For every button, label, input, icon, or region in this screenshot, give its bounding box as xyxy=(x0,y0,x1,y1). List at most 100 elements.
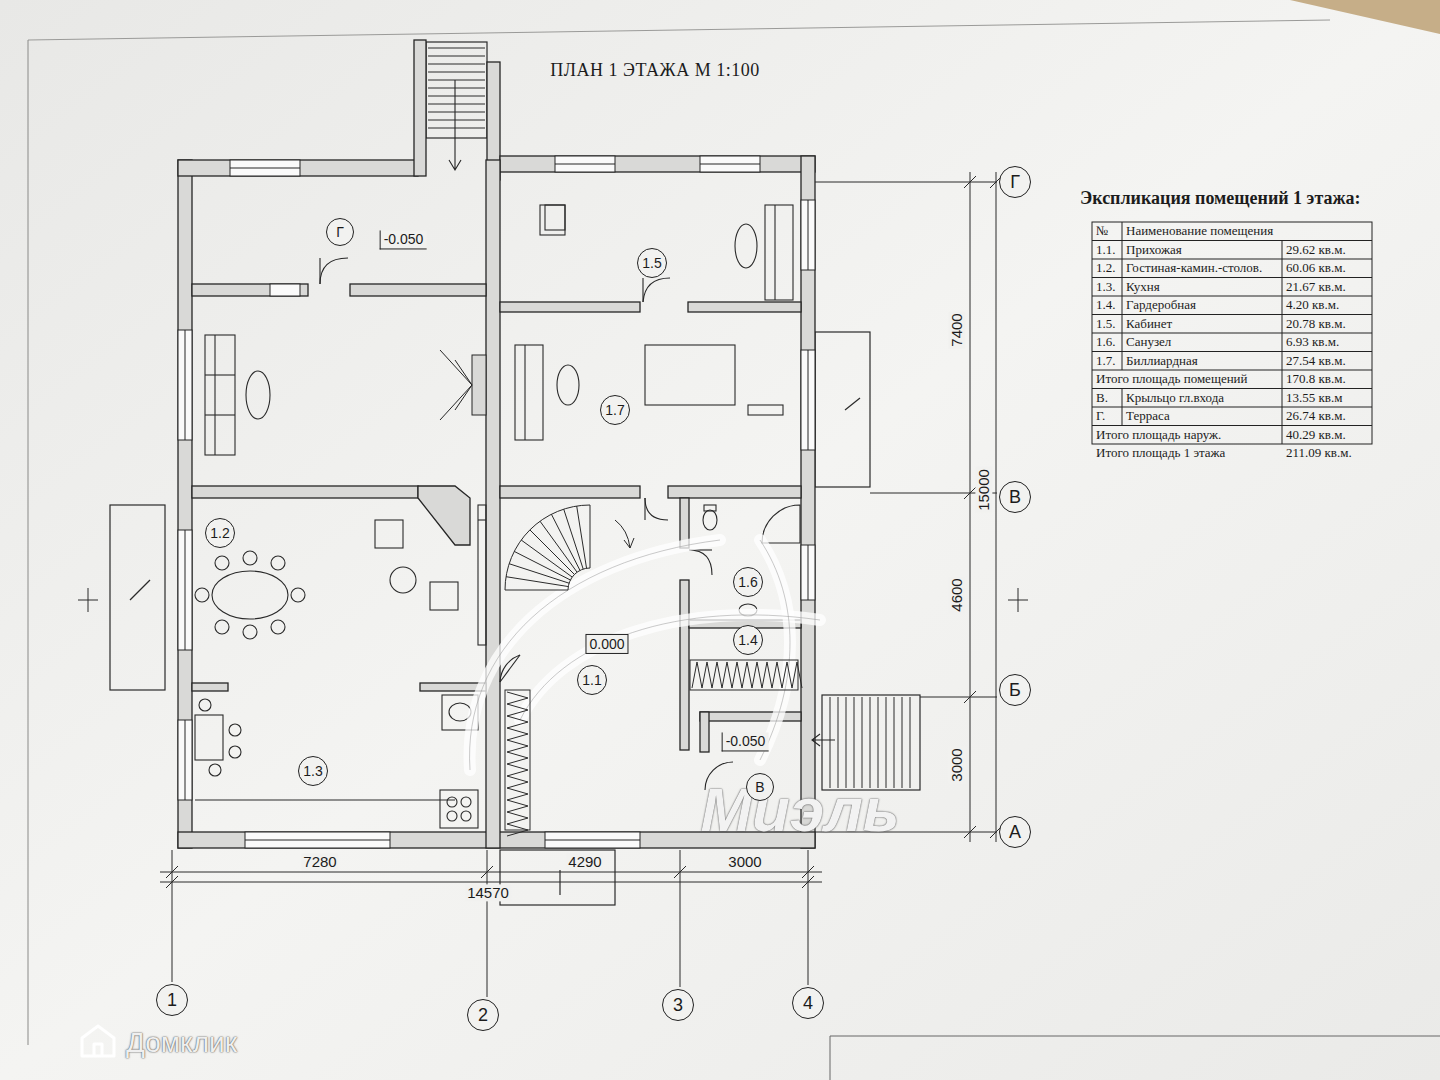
table-grid xyxy=(1092,314,1372,315)
walls xyxy=(500,486,640,498)
table-cell: 21.67 кв.м. xyxy=(1286,279,1346,294)
dimension: 4290 xyxy=(566,853,603,870)
axis-marker: В xyxy=(999,481,1031,513)
stair-steps xyxy=(862,697,863,788)
exterior-outline xyxy=(110,42,920,905)
windows xyxy=(185,720,186,800)
furniture xyxy=(243,551,257,565)
level-mark: -0.050 xyxy=(380,230,427,249)
stair-steps xyxy=(428,80,485,81)
room-number: Г xyxy=(326,218,354,246)
windows xyxy=(808,545,809,600)
marker-text: 1.4 xyxy=(738,633,757,647)
domklik-icon xyxy=(94,1044,102,1056)
table-grid xyxy=(1282,278,1283,297)
table-grid xyxy=(1122,241,1123,260)
table-grid xyxy=(1122,222,1123,241)
marker-text: 1.6 xyxy=(738,575,757,589)
stair-steps xyxy=(428,48,910,836)
windows xyxy=(178,530,192,650)
furniture xyxy=(271,620,285,634)
exterior-outline xyxy=(815,332,870,487)
furniture xyxy=(195,205,800,828)
stair-steps xyxy=(428,112,485,113)
windows xyxy=(270,284,300,296)
table-grid xyxy=(1092,222,1372,444)
stair-steps xyxy=(590,505,591,568)
dimension: 15000 xyxy=(975,467,992,513)
axis-marker: 2 xyxy=(467,999,499,1031)
table-grid xyxy=(1122,315,1123,334)
table-grid xyxy=(1092,296,1372,297)
dimension: 3000 xyxy=(948,746,965,783)
watermark: Миэль xyxy=(700,774,899,845)
table-grid xyxy=(1092,222,1372,444)
walls xyxy=(500,156,815,172)
windows xyxy=(185,530,186,650)
windows xyxy=(178,720,192,800)
walls xyxy=(192,683,228,691)
plan-title: ПЛАН 1 ЭТАЖА М 1:100 xyxy=(550,60,759,81)
table-cell: Прихожая xyxy=(1126,242,1182,257)
stair-steps xyxy=(428,128,485,129)
windows xyxy=(545,840,640,841)
dimension: 4600 xyxy=(948,576,965,613)
walls xyxy=(418,486,470,545)
exterior-outline xyxy=(845,398,860,410)
table-grid xyxy=(1282,370,1283,389)
room-number: 1.4 xyxy=(733,625,763,655)
table-grid xyxy=(1092,333,1372,334)
dimension-lines xyxy=(166,866,814,878)
walls xyxy=(178,40,815,848)
table-cell: 1.5. xyxy=(1096,316,1116,331)
table-cell: Терраса xyxy=(1126,409,1170,424)
dimension: 7400 xyxy=(948,311,965,348)
furniture xyxy=(461,797,471,807)
table-heading: Экспликация помещений 1 этажа: xyxy=(1080,188,1361,209)
marker-text: 2 xyxy=(478,1006,488,1024)
furniture xyxy=(762,505,800,543)
table-grid xyxy=(1122,333,1123,352)
furniture xyxy=(703,510,717,530)
dimension-lines xyxy=(160,882,822,883)
doors xyxy=(320,258,348,284)
marker-text: 1.5 xyxy=(642,256,661,270)
dimension-lines xyxy=(160,872,822,873)
windows xyxy=(245,840,390,841)
table-cell: 170.8 кв.м. xyxy=(1286,372,1346,387)
table-cell: 4.20 кв.м. xyxy=(1286,298,1339,313)
stair-steps xyxy=(428,64,485,65)
table-grid xyxy=(1282,426,1283,445)
exterior-outline xyxy=(500,850,615,905)
windows xyxy=(801,545,815,600)
dimension: 3000 xyxy=(726,853,763,870)
domklik-icon xyxy=(82,1026,114,1056)
doors xyxy=(319,258,320,284)
table-cell: Наименование помещения xyxy=(1126,224,1273,239)
dimension-lines xyxy=(964,176,976,838)
windows xyxy=(178,330,192,440)
marker-text: 1 xyxy=(167,991,177,1009)
table-cell: 1.7. xyxy=(1096,353,1116,368)
walls xyxy=(414,40,426,176)
doors xyxy=(645,498,668,520)
walls xyxy=(688,302,801,312)
axis-marker: 4 xyxy=(792,987,824,1019)
table-grid xyxy=(1282,315,1283,334)
watermark-logo xyxy=(760,540,790,760)
stair-steps xyxy=(838,697,839,788)
furniture xyxy=(545,205,565,230)
walls xyxy=(668,486,801,498)
furniture xyxy=(765,205,793,300)
doors xyxy=(689,550,712,575)
windows xyxy=(808,200,809,270)
furniture xyxy=(540,205,565,235)
marker-text: 3 xyxy=(673,996,683,1014)
stair-steps xyxy=(521,540,572,577)
furniture xyxy=(447,811,457,821)
room-number: 1.2 xyxy=(205,518,235,548)
stair-steps xyxy=(564,509,583,569)
stair-steps xyxy=(428,96,485,97)
furniture xyxy=(447,797,457,807)
